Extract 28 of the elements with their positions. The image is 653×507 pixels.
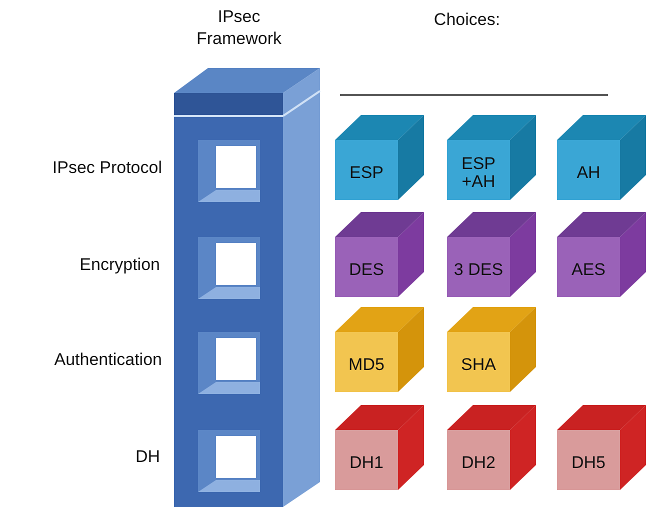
cube-label: DH2 — [460, 452, 496, 474]
choice-cube — [335, 212, 424, 297]
choice-cube — [335, 115, 424, 200]
row-label: DH — [134, 447, 160, 467]
cube-label: AH — [576, 162, 602, 184]
choice-cube — [557, 115, 646, 200]
choice-cube — [557, 212, 646, 297]
cube-label: ESP — [348, 162, 385, 184]
cube-label: MD5 — [348, 354, 386, 376]
choice-cube — [335, 307, 424, 392]
cube-label: DES — [348, 259, 385, 281]
row-label: Authentication — [53, 350, 162, 370]
cube-label: ESP +AH — [460, 153, 497, 193]
choice-cube — [557, 405, 646, 490]
choice-cube — [447, 405, 536, 490]
choice-cube — [447, 307, 536, 392]
choice-cube — [447, 115, 536, 200]
cube-label: DH1 — [348, 452, 384, 474]
cube-label: 3 DES — [452, 259, 504, 281]
choice-cube — [335, 405, 424, 490]
section-heading: Choices: — [432, 10, 502, 30]
row-label: IPsec Protocol — [51, 158, 162, 178]
cube-label: SHA — [460, 354, 497, 376]
cube-label: DH5 — [570, 452, 606, 474]
row-label: Encryption — [78, 255, 160, 275]
cube-label: AES — [570, 259, 607, 281]
choice-cube — [447, 212, 536, 297]
tower-heading: IPsec Framework — [195, 6, 282, 50]
